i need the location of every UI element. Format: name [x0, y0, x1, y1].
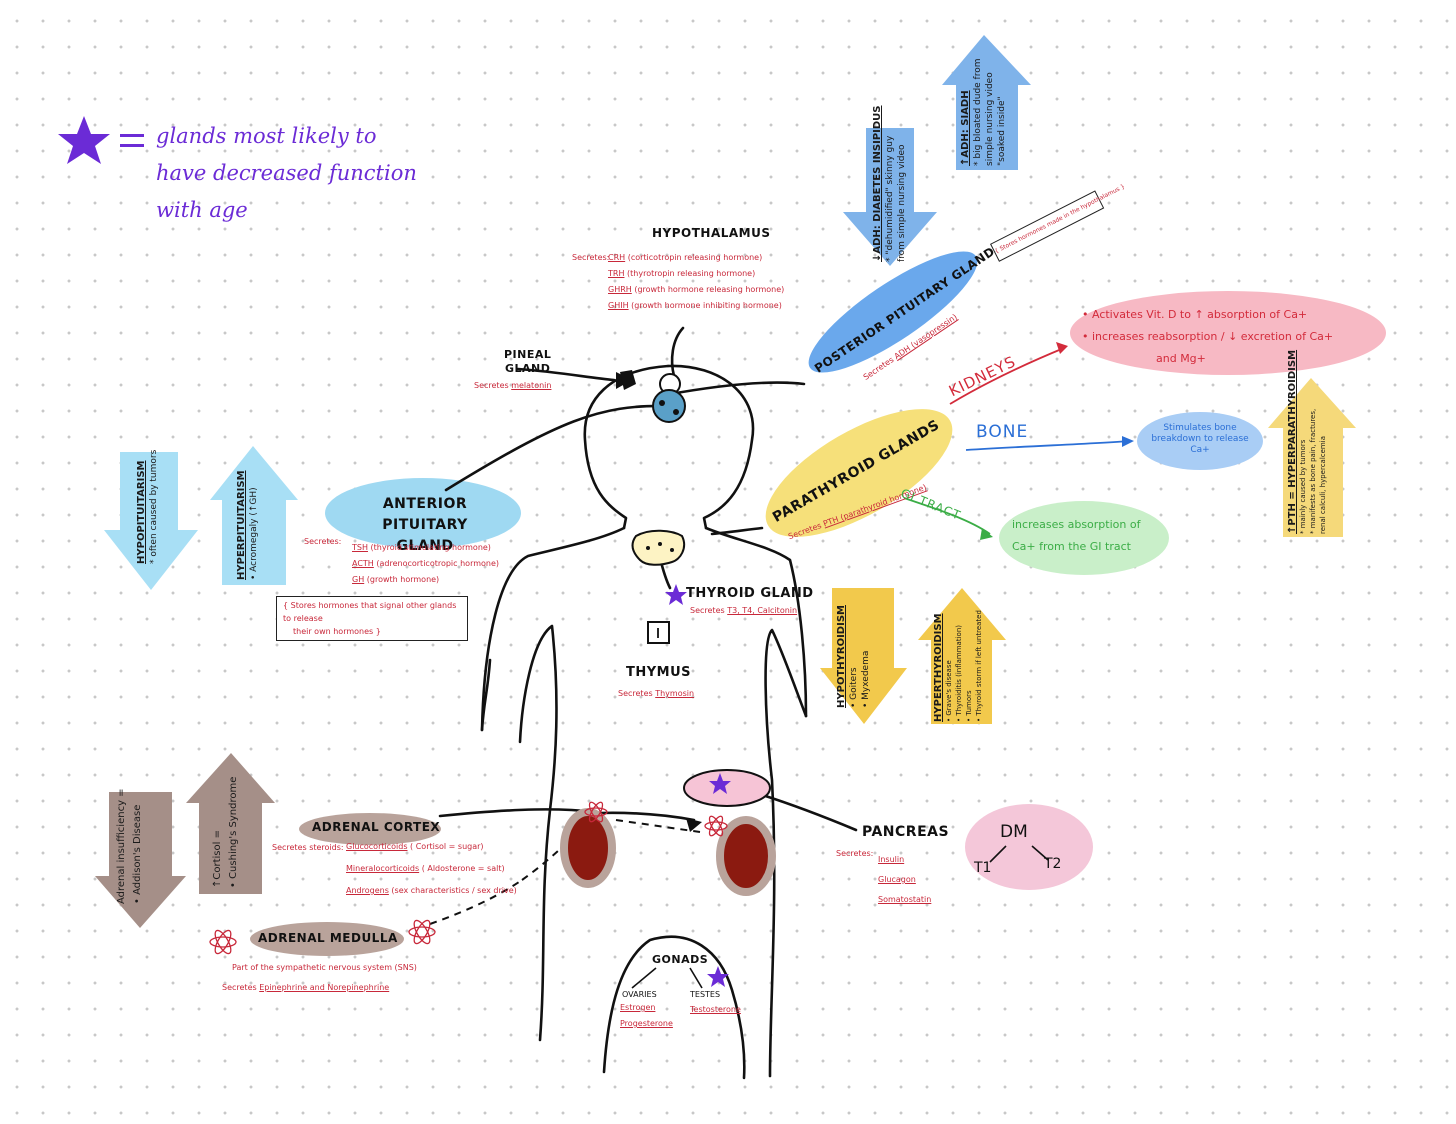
hormone-item: Mineralocorticoids ( Aldosterone = salt) — [346, 864, 505, 873]
hypothyroidism-arrow — [820, 588, 907, 724]
legend-line-2: have decreased function — [156, 161, 417, 185]
hormone-item: Insulin — [878, 855, 905, 864]
hormone-item: Somatostatin — [878, 895, 932, 904]
hormone-item: Glucagon — [878, 875, 916, 884]
pancreas-secretes-label: Secretes: — [836, 849, 874, 858]
hormone-item: TSH (thyroid stimulating hormone) — [352, 543, 491, 552]
hypothalamus-hormone-list: CRH (corticotropin releasing hormone) TR… — [608, 250, 784, 314]
dm-t1: T1 — [974, 860, 992, 876]
thymus-secretes: Secretes Thymosin — [618, 689, 695, 698]
ovaries-title: OVARIES — [622, 990, 657, 999]
siadh-text: ↑ADH: SIADH * big bloated dude from simp… — [960, 58, 1007, 167]
diabetes-insipidus-arrow — [843, 128, 937, 266]
hypothalamus-secretes-label: Secretes: — [572, 253, 610, 262]
addisons-text: Adrenal insufficiency = • Addison's Dise… — [116, 788, 143, 904]
kidneys-effects: • Activates Vit. D to ↑ absorption of Ca… — [1082, 308, 1334, 365]
adrenal-medulla-title: ADRENAL MEDULLA — [258, 931, 398, 945]
adrenal-cortex-hormone-list: Glucocorticoids ( Cortisol = sugar) Mine… — [346, 836, 517, 902]
hyperthyroidism-text: HYPERTHYROIDISM • Grave's disease • Thyr… — [933, 610, 983, 722]
siadh-arrow — [942, 35, 1031, 170]
diabetes-insipidus-text: ↓ADH: DIABETES INSIPIDUS * "dehumidified… — [872, 105, 907, 262]
hyperparathyroidism-text: ↑PTH = HYPERPARATHYROIDISM * mainly caus… — [1287, 349, 1327, 534]
hyperpituitarism-arrow — [210, 446, 298, 585]
pancreas-title: PANCREAS — [862, 824, 950, 840]
hormone-item: CRH (corticotropin releasing hormone) — [608, 253, 763, 262]
legend-line-1: glands most likely to — [156, 124, 377, 148]
gonads-title: GONADS — [652, 953, 709, 966]
thyroid-title: THYROID GLAND — [686, 586, 814, 601]
hypothalamus-title: HYPOTHALAMUS — [652, 226, 771, 240]
testes-hormones: Testosterone — [690, 1005, 741, 1014]
dm-t2: T2 — [1044, 856, 1062, 872]
dm-title: DM — [1000, 822, 1028, 842]
cushings-arrow — [186, 753, 275, 894]
addisons-arrow — [95, 792, 186, 928]
legend-text: glands most likely to have decreased fun… — [156, 118, 417, 229]
hyperthyroidism-arrow — [918, 588, 1006, 724]
adrenal-medulla-details: Part of the sympathetic nervous system (… — [222, 963, 417, 992]
posterior-pituitary-highlight — [808, 251, 978, 373]
cushings-text: ↑Cortisol = • Cushing's Syndrome — [212, 776, 239, 888]
thyroid-secretes: Secretes T3, T4, Calcitonin — [690, 606, 798, 615]
star-icon — [58, 116, 731, 987]
hypothyroidism-text: HYPOTHYROIDISM • Goiters • Myxedema — [836, 605, 871, 708]
atom-icon — [209, 801, 728, 955]
dm-highlight — [965, 804, 1093, 890]
gi-target-highlight — [999, 501, 1169, 575]
adrenal-medulla-highlight — [250, 922, 404, 956]
kidneys-target-highlight — [1070, 291, 1386, 375]
hormone-item: GHRH (growth hormone releasing hormone) — [608, 285, 785, 294]
bone-target-highlight — [1137, 412, 1263, 470]
hormone-item: GH (growth hormone) — [352, 575, 440, 584]
legend-line-3: with age — [156, 198, 248, 222]
anterior-pituitary-hormone-list: TSH (thyroid stimulating hormone) ACTH (… — [352, 540, 499, 588]
anterior-pituitary-note: { Stores hormones that signal other glan… — [276, 596, 468, 641]
anterior-pituitary-secretes-label: Secretes: — [304, 537, 342, 546]
hormone-item: Glucocorticoids ( Cortisol = sugar) — [346, 842, 484, 851]
body-outline — [438, 326, 858, 1080]
bone-title: BONE — [976, 422, 1029, 442]
testes-title: TESTES — [690, 990, 721, 999]
pineal-secretes: Secretes melatonin — [474, 381, 552, 390]
hormone-item: TRH (thyrotropin releasing hormone) — [608, 269, 756, 278]
parathyroid-highlight — [765, 409, 953, 537]
thymus-title: THYMUS — [626, 665, 692, 680]
hormone-item: ACTH (adrenocorticotropic hormone) — [352, 559, 500, 568]
hyperpituitarism-text: HYPERPITUITARISM • Acromegaly (↑GH) — [236, 470, 259, 580]
adrenal-cortex-title: ADRENAL CORTEX — [312, 820, 441, 834]
hyperparathyroidism-arrow — [1268, 378, 1356, 537]
pancreas-hormone-list: Insulin Glucagon Somatostatin — [878, 850, 931, 910]
anterior-pituitary-highlight — [325, 478, 521, 548]
ovaries-hormones: Estrogen Progesterone — [620, 1003, 673, 1028]
hormone-item: Androgens (sex characteristics / sex dri… — [346, 886, 517, 895]
adrenal-cortex-secretes-label: Secretes steroids: — [272, 843, 344, 852]
hypopituitarism-text: HYPOPITUITARISM * often caused by tumors — [136, 449, 159, 564]
hypopituitarism-arrow — [104, 452, 198, 590]
adrenal-cortex-highlight — [299, 813, 441, 845]
hormone-item: GHIH (growth hormone inhibiting hormone) — [608, 301, 782, 310]
